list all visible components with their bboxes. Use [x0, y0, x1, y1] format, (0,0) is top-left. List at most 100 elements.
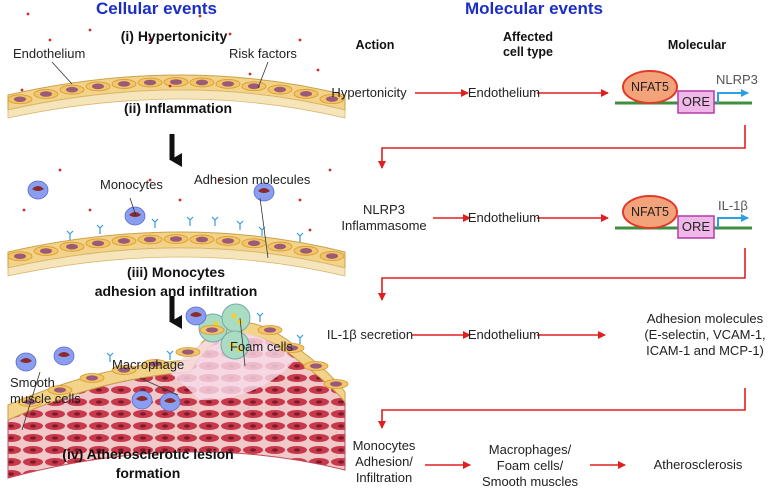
vessel-2	[7, 231, 346, 277]
risk-factor-dot	[198, 14, 202, 18]
risk-factor-dot	[308, 228, 312, 232]
cell-nucleus	[196, 79, 208, 86]
row1-nfat5-label: NFAT5	[631, 80, 669, 94]
row4-result: Atherosclerosis	[653, 457, 743, 472]
adhesion-molecule-icon	[256, 312, 264, 322]
cell-nucleus	[86, 375, 98, 381]
cell-nucleus	[274, 243, 286, 250]
stage-2-label: (ii) Inflammation	[123, 100, 233, 116]
cell-nucleus	[54, 387, 66, 393]
row2-action-line1: NLRP3	[363, 202, 405, 217]
row1-cell-type: Endothelium	[467, 85, 541, 100]
foam-cells-label: Foam cells	[230, 339, 293, 354]
risk-factor-dot	[328, 168, 332, 172]
stage-1-label: (i) Hypertonicity	[120, 28, 228, 44]
risk-factor-dot	[148, 178, 152, 182]
monocyte-nucleus	[258, 188, 270, 193]
smooth-muscle-label-line2: muscle cells	[10, 391, 81, 406]
cell-nucleus	[206, 327, 218, 333]
monocyte-nucleus	[20, 358, 32, 363]
risk-factor-dots	[20, 12, 332, 232]
row4-action-line3: Infiltration	[355, 470, 413, 485]
adhesion-molecule-icon	[166, 350, 174, 360]
cell-nucleus	[118, 367, 130, 373]
risk-factor-dot	[178, 198, 182, 202]
row3-result-line3: ICAM-1 and MCP-1)	[646, 343, 764, 358]
row1-action: Hypertonicity	[331, 85, 407, 100]
cell-nucleus	[144, 236, 156, 243]
risk-factor-dot	[20, 88, 24, 92]
adhesion-molecule-icon	[236, 220, 244, 230]
nfat5-oval-2	[622, 195, 678, 229]
cell-nucleus	[14, 253, 26, 260]
risk-factor-dot	[58, 168, 62, 172]
cellular-events-header: Cellular events	[96, 0, 217, 18]
monocyte-nucleus	[32, 186, 44, 191]
row4-action-line1: Monocytes	[352, 438, 416, 453]
gene-arrow-icon	[717, 89, 749, 103]
adhesion-molecule-icon	[296, 232, 304, 242]
cell-nucleus	[310, 363, 322, 369]
leader-lines	[21, 61, 269, 431]
row3-result-line1: Adhesion molecules	[646, 311, 764, 326]
risk-factor-dot	[298, 38, 302, 42]
stage-3-label-line1: (iii) Monocytes	[126, 264, 226, 280]
risk-factor-dot	[88, 208, 92, 212]
column-action: Action	[355, 38, 395, 52]
cell-nucleus	[274, 86, 286, 93]
cell-nucleus	[182, 349, 194, 355]
cell-nucleus	[330, 381, 342, 387]
smooth-muscle-label-line1: Smooth	[10, 375, 55, 390]
risk-factor-dot	[218, 178, 222, 182]
row3-cell-type: Endothelium	[467, 327, 541, 342]
column-molecular: Molecular	[667, 38, 727, 52]
row3-result-line2: (E-selectin, VCAM-1,	[644, 327, 766, 342]
risk-factor-dot	[26, 12, 30, 16]
adhesion-molecule-icon	[258, 226, 266, 236]
cell-nucleus	[326, 96, 338, 102]
gene-construct-2	[615, 195, 752, 239]
cell-nucleus	[300, 91, 312, 97]
row4-action-line2: Adhesion/	[355, 454, 413, 469]
ore-box-2	[677, 215, 715, 239]
cell-nucleus	[248, 240, 260, 247]
adhesion-molecules-label: Adhesion molecules	[194, 172, 311, 187]
monocyte-nucleus	[190, 312, 202, 317]
gene-construct-1	[615, 70, 752, 114]
row2-nfat5-label: NFAT5	[631, 205, 669, 219]
cell-nucleus	[118, 238, 130, 244]
stage-3-label-line2: adhesion and infiltration	[94, 283, 258, 299]
risk-factor-dot	[228, 32, 232, 36]
flow-arrows	[378, 89, 746, 469]
row2-cell-type: Endothelium	[467, 210, 541, 225]
cell-nucleus	[92, 83, 104, 90]
adhesion-molecule-icon	[96, 224, 104, 234]
stage-4-label-line2: formation	[115, 465, 181, 481]
stage-4-label-line1: (iv) Atherosclerotic lesion	[62, 446, 234, 462]
adhesion-molecule-icon	[211, 216, 219, 226]
risk-factor-dot	[22, 208, 26, 212]
gene-arrow-icon	[717, 214, 749, 228]
cell-nucleus	[170, 79, 182, 85]
endothelium-label: Endothelium	[13, 46, 86, 61]
nfat5-oval-1	[622, 70, 678, 104]
monocyte-nucleus	[58, 352, 70, 357]
cell-nucleus	[24, 399, 36, 405]
row4-cell-line3: Smooth muscles	[481, 474, 579, 489]
cell-nucleus	[66, 86, 78, 93]
row2-action-line2: Inflammasome	[341, 218, 427, 233]
cell-nucleus	[264, 327, 276, 333]
monocyte-nucleus	[164, 398, 176, 403]
risk-factor-dot	[168, 84, 172, 88]
risk-factor-dot	[148, 38, 152, 42]
adhesion-molecule-icon	[66, 230, 74, 240]
risk-factor-dot	[248, 72, 252, 76]
molecular-events-header: Molecular events	[465, 0, 603, 18]
risk-factor-dot	[316, 68, 320, 72]
row2-ore-label: ORE	[681, 219, 711, 234]
cell-nucleus	[14, 96, 26, 103]
cell-nucleus	[248, 83, 260, 90]
cell-nucleus	[144, 79, 156, 86]
vessel-1	[7, 74, 346, 119]
